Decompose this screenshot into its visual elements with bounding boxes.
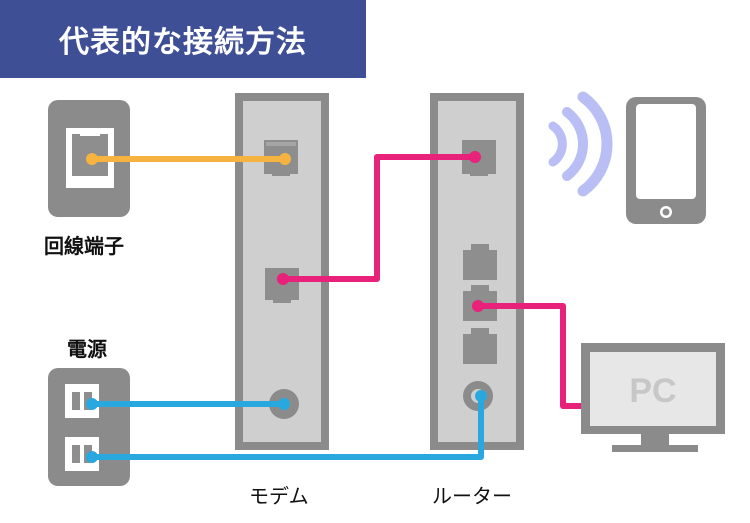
title-banner: 代表的な接続方法 — [0, 0, 366, 78]
phone-cable-end-left — [86, 153, 98, 165]
router-label: ルーター — [432, 484, 512, 508]
lan-cable-end-router — [469, 151, 481, 163]
router-port-lan-3 — [463, 328, 497, 364]
phone-cable-end-right — [279, 153, 291, 165]
router-port-lan-1 — [463, 244, 497, 280]
monitor-icon: PC — [581, 343, 725, 452]
pc-label: PC — [629, 372, 676, 410]
lan-cable-end-router-2 — [472, 300, 484, 312]
lan-cable-modem-router — [283, 154, 475, 282]
power-outlet-icon — [48, 368, 130, 486]
wifi-waves-icon — [548, 91, 613, 197]
lan-cable-router-pc — [478, 303, 581, 409]
power-cable-end-router — [475, 390, 487, 402]
power-cable-end-modem — [278, 398, 290, 410]
modem-label: モデム — [249, 484, 309, 508]
power-label: 電源 — [67, 337, 107, 361]
power-cable-end-outlet-2 — [86, 451, 98, 463]
lan-cable-end-modem — [277, 273, 289, 285]
smartphone-icon — [626, 97, 706, 224]
power-cable-end-outlet-1 — [86, 398, 98, 410]
line-terminal-label: 回線端子 — [44, 234, 124, 258]
power-cable-router — [92, 396, 484, 460]
page-title: 代表的な接続方法 — [59, 25, 307, 60]
modem-device — [235, 93, 329, 450]
